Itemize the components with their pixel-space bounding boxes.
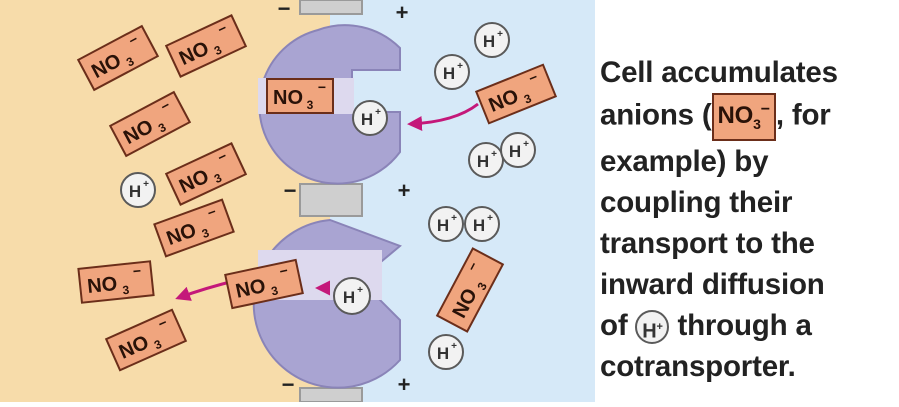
nitrate-subscript: 3 xyxy=(122,283,130,298)
caption-line-8: cotransporter. xyxy=(600,349,796,383)
proton-charge: + xyxy=(357,285,363,296)
proton-ion: H + xyxy=(500,132,536,168)
caption-line-3: example) by xyxy=(600,144,769,178)
nitrate-charge: − xyxy=(760,101,770,118)
proton-label: H xyxy=(477,152,489,171)
proton-label: H xyxy=(437,344,449,363)
nitrate-subscript: 3 xyxy=(270,283,280,298)
nitrate-charge: − xyxy=(318,79,326,95)
proton-ion: H + xyxy=(120,172,156,208)
proton-charge: + xyxy=(143,179,149,190)
proton-label: H xyxy=(443,64,455,83)
positive-charge: + xyxy=(398,372,411,397)
caption-line-4: coupling their xyxy=(600,185,793,219)
nitrate-ion: NO 3 − xyxy=(108,90,192,158)
proton-charge: + xyxy=(375,107,381,118)
caption-line-2-end: , for xyxy=(775,98,831,132)
nitrate-ion: NO 3 − xyxy=(474,63,558,125)
proton-charge: + xyxy=(491,149,497,160)
caption-line-6: inward diffusion xyxy=(600,267,825,301)
negative-charge: − xyxy=(278,0,291,21)
nitrate-ion: NO 3 − xyxy=(435,247,505,333)
proton-label: H xyxy=(509,142,521,161)
caption-line-1: Cell accumulates xyxy=(600,56,838,89)
negative-charge: − xyxy=(282,372,295,397)
proton-ion: H + xyxy=(468,142,504,178)
caption-line-5: transport to the xyxy=(600,226,815,260)
nitrate-inline-chip: NO3− xyxy=(711,93,776,141)
proton-ion-bound-top: H + xyxy=(352,100,388,136)
proton-ion: H + xyxy=(464,206,500,242)
proton-charge: + xyxy=(656,321,663,333)
proton-ion: H + xyxy=(474,22,510,58)
proton-label: H xyxy=(343,288,355,307)
nitrate-ion-bound-bottom: NO 3 − xyxy=(224,258,304,310)
nitrate-subscript: 3 xyxy=(200,226,211,242)
proton-ion: H + xyxy=(428,206,464,242)
nitrate-ion: NO 3 − xyxy=(153,198,235,258)
proton-ion: H + xyxy=(434,54,470,90)
nitrate-ions: NO 3 − NO 3 − NO 3 − NO 3 − xyxy=(76,14,558,372)
positive-charge: + xyxy=(396,0,409,25)
nitrate-charge: − xyxy=(278,262,289,279)
proton-charge: + xyxy=(457,61,463,72)
nitrate-ion: NO 3 − xyxy=(164,142,248,206)
proton-label: H xyxy=(483,32,495,51)
proton-label: H xyxy=(473,216,485,235)
nitrate-ion-bound-top: NO 3 − xyxy=(266,78,334,114)
caption-line-7: of H+ through a xyxy=(600,305,892,346)
proton-inline-chip: H+ xyxy=(635,310,670,344)
caption-text: Cell accumulates anions (NO3−, for examp… xyxy=(600,52,892,387)
proton-label: H xyxy=(129,182,141,201)
proton-ions: H + H + H + H + H + xyxy=(120,22,536,370)
caption-line-7-start: of xyxy=(600,308,636,342)
proton-label: H xyxy=(361,110,373,129)
nitrate-ion: NO 3 − xyxy=(77,260,155,304)
plasma-membrane xyxy=(299,0,363,403)
proton-charge: + xyxy=(451,213,457,224)
proton-charge: + xyxy=(487,213,493,224)
nitrate-label: NO xyxy=(86,273,118,298)
proton-charge: + xyxy=(497,29,503,40)
nitrate-ion: NO 3 − xyxy=(76,24,160,92)
nitrate-charge: − xyxy=(132,262,142,279)
positive-charge: + xyxy=(398,178,411,203)
proton-influx-arrow-top xyxy=(407,102,479,131)
nitrate-label: NO xyxy=(273,87,303,109)
negative-charge: − xyxy=(284,178,297,203)
caption-line-7-end: through a xyxy=(669,308,812,342)
caption-line-2: anions (NO3−, for xyxy=(600,93,892,141)
membrane-charges: − + − + − + xyxy=(278,0,411,397)
caption-line-2-start: anions ( xyxy=(600,98,712,132)
proton-label: H xyxy=(642,320,657,343)
proton-charge: + xyxy=(523,139,529,150)
proton-ion: H + xyxy=(428,334,464,370)
nitrate-label: NO xyxy=(717,102,754,129)
proton-ion-bound-bottom: H + xyxy=(333,277,371,315)
nitrate-ion: NO 3 − xyxy=(104,308,188,372)
proton-label: H xyxy=(437,216,449,235)
nitrate-subscript: 3 xyxy=(307,98,314,112)
nitrate-subscript: 3 xyxy=(522,91,534,107)
proton-charge: + xyxy=(451,341,457,352)
nitrate-ion: NO 3 − xyxy=(164,14,248,78)
nitrate-subscript: 3 xyxy=(753,115,761,132)
